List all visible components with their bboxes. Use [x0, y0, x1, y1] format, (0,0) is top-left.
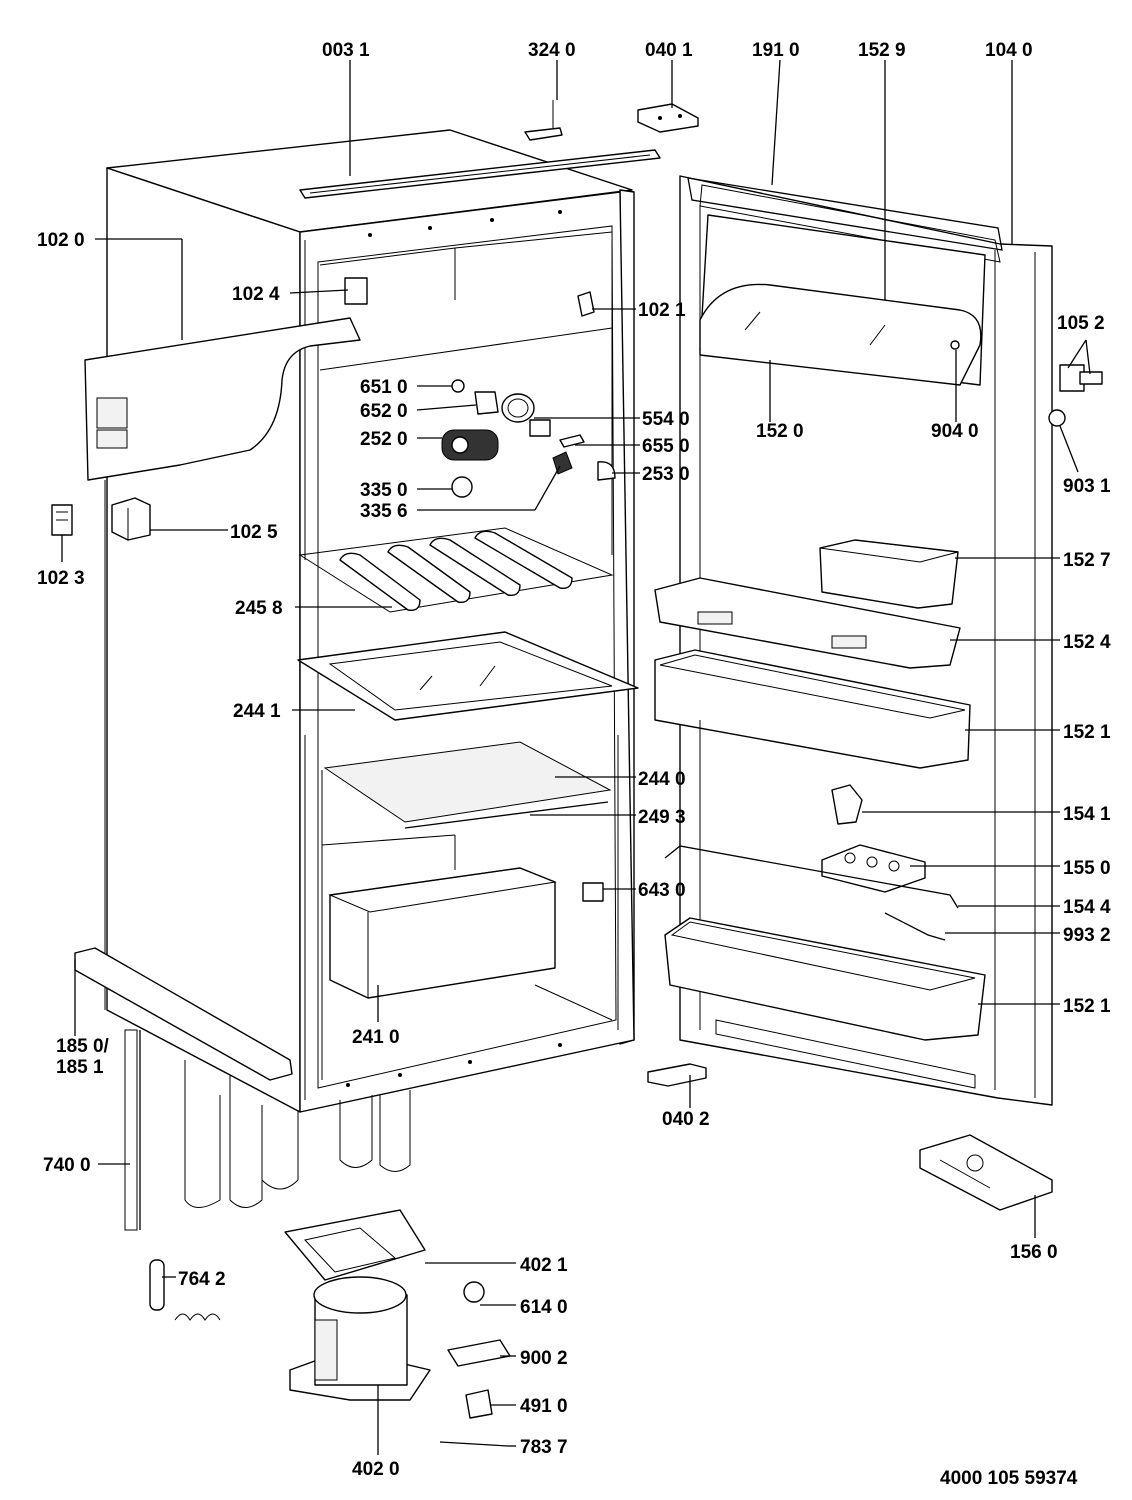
label-1025: 102 5 — [230, 522, 278, 543]
hinge-side-part — [1059, 364, 1103, 392]
label-3356: 335 6 — [360, 501, 408, 522]
drawing-number: 4000 105 59374 — [940, 1468, 1078, 1489]
label-6430: 643 0 — [638, 880, 686, 901]
label-0402: 040 2 — [662, 1109, 710, 1130]
thermostat-group — [441, 379, 616, 498]
label-1524: 152 4 — [1063, 632, 1111, 653]
butter-box-part — [819, 539, 959, 609]
knob-part-9031 — [1048, 409, 1066, 427]
block-part-1025 — [111, 497, 151, 541]
label-6140: 614 0 — [520, 1297, 568, 1318]
label-1541: 154 1 — [1063, 804, 1111, 825]
dairy-compartment-part — [699, 214, 986, 386]
label-4910: 491 0 — [520, 1396, 568, 1417]
label-1040: 104 0 — [985, 40, 1033, 61]
label-1851: 185 1 — [56, 1057, 104, 1078]
compressor-part — [289, 1276, 431, 1401]
label-4021: 402 1 — [520, 1255, 568, 1276]
label-1850: 185 0/ — [56, 1036, 110, 1057]
label-1910: 191 0 — [752, 40, 800, 61]
label-0031: 003 1 — [322, 40, 370, 61]
label-6550: 655 0 — [642, 436, 690, 457]
bracket-part-1021 — [577, 291, 595, 317]
glass-shelf-part — [297, 631, 639, 721]
door-bin-lower-part — [664, 917, 986, 1041]
label-2410: 241 0 — [352, 1027, 400, 1048]
hinge-top-part — [637, 103, 699, 133]
shelf-part-2440 — [323, 741, 612, 829]
evaporator-part — [298, 527, 614, 613]
label-7642: 764 2 — [178, 1269, 226, 1290]
label-1544: 154 4 — [1063, 897, 1111, 918]
label-1550: 155 0 — [1063, 858, 1111, 879]
cover-part-4910 — [465, 1389, 493, 1419]
lamp-cover-part — [582, 882, 604, 902]
label-9932: 993 2 — [1063, 925, 1111, 946]
gasket-part — [687, 177, 1003, 251]
label-7837: 783 7 — [520, 1437, 568, 1458]
label-2440: 244 0 — [638, 769, 686, 790]
label-1052: 105 2 — [1057, 313, 1105, 334]
label-1020: 102 0 — [37, 230, 85, 251]
label-9040: 904 0 — [931, 421, 979, 442]
label-4020: 402 0 — [352, 1459, 400, 1480]
egg-tray-clip-part — [831, 784, 863, 825]
cover-panel-part — [84, 317, 361, 1010]
label-1024: 102 4 — [232, 284, 280, 305]
label-9002: 900 2 — [520, 1348, 568, 1369]
label-1560: 156 0 — [1010, 1242, 1058, 1263]
label-2520: 252 0 — [360, 429, 408, 450]
wire-rail-part — [664, 845, 959, 909]
label-6510: 651 0 — [360, 377, 408, 398]
label-2441: 244 1 — [233, 701, 281, 722]
egg-tray-part — [821, 844, 926, 893]
crisper-drawer-part — [328, 867, 557, 999]
label-1521-lower: 152 1 — [1063, 996, 1111, 1017]
sensor-part — [884, 912, 946, 941]
capacitor-part — [447, 1339, 511, 1367]
label-6520: 652 0 — [360, 401, 408, 422]
label-2530: 253 0 — [642, 464, 690, 485]
pin-part — [439, 1441, 509, 1447]
condenser-part — [124, 1029, 411, 1231]
hinge-bottom-part — [647, 1063, 707, 1087]
leader-lines — [61, 59, 1091, 1455]
relay-part — [463, 1281, 485, 1303]
label-7400: 740 0 — [43, 1155, 91, 1176]
bracket-part-1023 — [51, 504, 73, 536]
label-1520: 152 0 — [756, 421, 804, 442]
label-3240: 324 0 — [528, 40, 576, 61]
label-3350: 335 0 — [360, 480, 408, 501]
label-9031: 903 1 — [1063, 476, 1111, 497]
part-labels: 003 1 324 0 040 1 191 0 152 9 104 0 102 … — [37, 40, 1111, 1489]
door-bin-upper-part — [654, 649, 971, 795]
label-0401: 040 1 — [645, 40, 693, 61]
label-1529: 152 9 — [858, 40, 906, 61]
compressor-bracket-part — [284, 1209, 426, 1281]
top-rail-part — [299, 149, 661, 199]
filter-drier-part — [149, 1259, 221, 1321]
label-1023: 102 3 — [37, 568, 85, 589]
ice-tray-part — [919, 1134, 1053, 1211]
label-2458: 245 8 — [235, 598, 283, 619]
label-1021: 102 1 — [638, 300, 686, 321]
bracket-part-1024 — [344, 277, 368, 305]
door-shelf-part-1524 — [654, 577, 961, 669]
label-1527: 152 7 — [1063, 550, 1111, 571]
label-5540: 554 0 — [642, 409, 690, 430]
clip-part-3240 — [524, 100, 563, 141]
label-2493: 249 3 — [638, 807, 686, 828]
label-1521-upper: 152 1 — [1063, 722, 1111, 743]
